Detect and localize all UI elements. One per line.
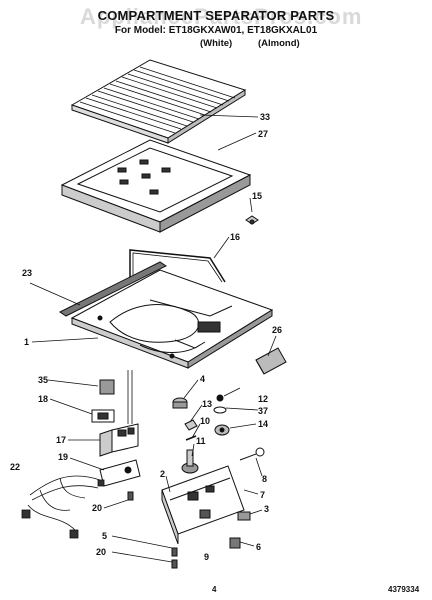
callout-16: 16 — [230, 232, 240, 242]
callout-26: 26 — [272, 325, 282, 335]
control-bracket-part — [99, 459, 141, 487]
callout-37: 37 — [258, 406, 268, 416]
callout-5: 5 — [102, 531, 107, 541]
callout-1: 1 — [24, 337, 29, 347]
screw-part — [127, 491, 178, 569]
drain-tube-part — [129, 249, 226, 283]
knob-part — [99, 379, 115, 395]
control-housing-part — [99, 423, 139, 457]
callout-7: 7 — [260, 490, 265, 500]
callout-13: 13 — [202, 399, 212, 409]
variant-almond: (Almond) — [258, 38, 300, 49]
page-title: COMPARTMENT SEPARATOR PARTS — [97, 8, 335, 23]
gear-part — [214, 424, 230, 436]
damper-housing-part — [161, 465, 245, 545]
cam-part — [181, 449, 199, 474]
callout-9: 9 — [204, 552, 209, 562]
shaft-part — [213, 394, 227, 414]
separator-frame-part — [60, 139, 252, 233]
callout-10: 10 — [200, 416, 210, 426]
callout-2: 2 — [160, 469, 165, 479]
connector-part — [237, 511, 251, 521]
model-subtitle: For Model: ET18GKXAW01, ET18GKXAL01 — [114, 25, 318, 36]
callout-20b: 20 — [96, 547, 106, 557]
clip-part — [245, 215, 259, 225]
callout-22: 22 — [10, 462, 20, 472]
callout-3: 3 — [264, 504, 269, 514]
bushing-part — [172, 397, 188, 409]
callout-27: 27 — [258, 129, 268, 139]
callout-35: 35 — [38, 375, 48, 385]
grille-cover-part — [70, 59, 247, 144]
callout-4: 4 — [200, 374, 205, 384]
callout-15: 15 — [252, 191, 262, 201]
callout-14: 14 — [258, 419, 268, 429]
callout-33: 33 — [260, 112, 270, 122]
callout-18: 18 — [38, 394, 48, 404]
plug-part — [229, 537, 241, 549]
gasket-strip-part — [59, 261, 167, 317]
callout-12: 12 — [258, 394, 268, 404]
thermistor-part — [239, 447, 265, 461]
watermark-text: AppliancePartsPros.com — [80, 4, 363, 29]
callout-6: 6 — [256, 542, 261, 552]
callout-19: 19 — [58, 452, 68, 462]
document-number: 4379334 — [388, 585, 420, 594]
separator-pan-part — [70, 269, 274, 369]
bracket-part — [255, 347, 287, 375]
callout-8: 8 — [262, 474, 267, 484]
callout-20a: 20 — [92, 503, 102, 513]
variant-white: (White) — [200, 38, 233, 49]
page-number: 4 — [212, 585, 217, 594]
callout-17: 17 — [56, 435, 66, 445]
callout-23: 23 — [22, 268, 32, 278]
bezel-part — [91, 409, 115, 423]
callout-11: 11 — [196, 436, 206, 446]
wire-harness-part — [21, 475, 105, 539]
spring-part — [184, 419, 198, 431]
